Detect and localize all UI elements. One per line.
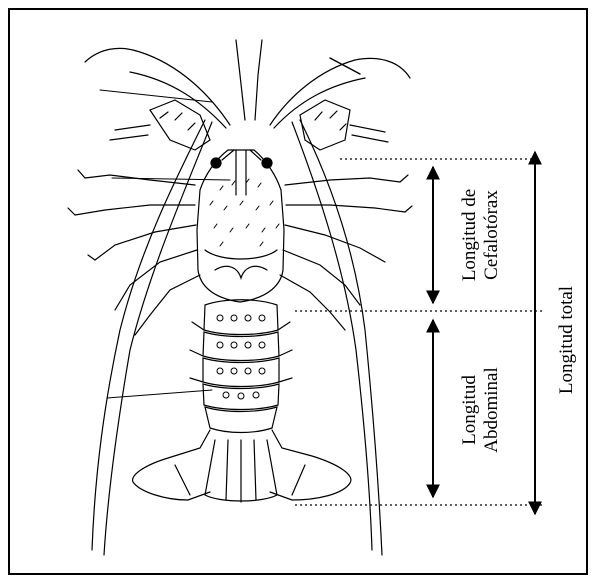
- total-length-label: Longitud total: [556, 286, 577, 394]
- lobster-illustration: [68, 40, 412, 555]
- walking-legs: [68, 170, 412, 335]
- abdomen: [190, 300, 292, 433]
- abdominal-label-line1: Longitud: [459, 375, 480, 445]
- pointer-line-1: [100, 90, 212, 102]
- pointer-line-2: [112, 178, 230, 180]
- cephalothorax-label: Longitud de Cefalotórax: [459, 189, 502, 281]
- abdominal-label: Longitud Abdominal: [459, 367, 502, 453]
- antennae: [85, 40, 410, 555]
- total-length-label-text: Longitud total: [556, 286, 577, 394]
- tail-fan: [133, 430, 351, 502]
- measurement-guides: [295, 159, 545, 505]
- carapace-spines: [210, 179, 279, 246]
- abdominal-label-line2: Abdominal: [481, 367, 502, 453]
- cephalothorax-label-line1: Longitud de: [459, 189, 480, 281]
- antennal-bases: [110, 100, 388, 150]
- cephalothorax-label-line2: Cefalotórax: [481, 190, 502, 280]
- carapace: [197, 150, 284, 302]
